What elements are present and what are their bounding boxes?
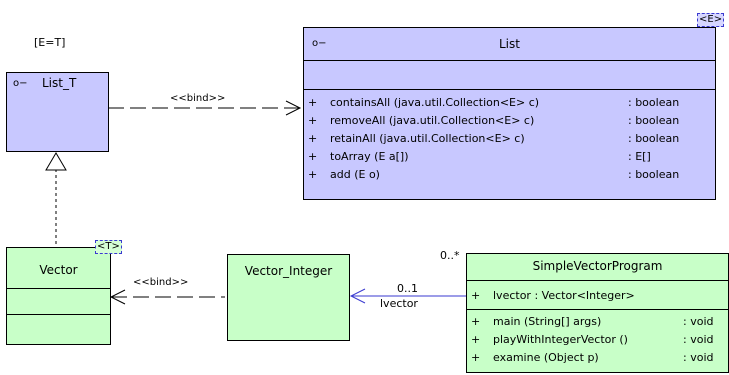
op-return: : void: [683, 315, 714, 328]
op-signature: retainAll (java.util.Collection<E> c): [330, 132, 525, 145]
vector-integer-class[interactable]: Vector_Integer: [227, 254, 350, 341]
op-signature: examine (Object p): [493, 351, 599, 364]
bind-label-list: <<bind>>: [170, 93, 226, 104]
op-visibility: +: [471, 333, 481, 346]
op-return: : void: [683, 351, 714, 364]
interface-icon: o−: [13, 78, 28, 89]
list-class[interactable]: o− List + containsAll (java.util.Collect…: [303, 27, 716, 200]
attr-signature: lvector : Vector<Integer>: [493, 289, 635, 302]
bind-label-vector: <<bind>>: [133, 277, 189, 288]
simple-vector-program-class-name: SimpleVectorProgram: [532, 259, 663, 273]
vector-class-name: Vector: [39, 263, 78, 277]
vector-class[interactable]: Vector: [6, 247, 111, 345]
interface-icon: o−: [312, 38, 327, 49]
association-role: lvector: [380, 297, 418, 310]
op-return: : void: [683, 333, 714, 346]
list-t-class-name: List_T: [42, 76, 77, 90]
op-visibility: +: [308, 114, 318, 127]
op-signature: playWithIntegerVector (): [493, 333, 628, 346]
svp-name-divider: [467, 280, 728, 281]
vector-template-parameter: <T>: [95, 240, 122, 254]
list-name-divider: [304, 60, 715, 61]
op-visibility: +: [308, 96, 318, 109]
op-signature: containsAll (java.util.Collection<E> c): [330, 96, 540, 109]
op-return: : boolean: [628, 96, 680, 109]
vector-attributes-divider: [7, 314, 110, 315]
association-arrowhead: [349, 288, 366, 304]
binding-note: [E=T]: [34, 36, 66, 49]
bind-arrowhead-list: [285, 100, 302, 116]
op-return: : boolean: [628, 114, 680, 127]
op-return: : boolean: [628, 168, 680, 181]
list-attributes-divider: [304, 89, 715, 90]
op-visibility: +: [308, 168, 318, 181]
list-t-class[interactable]: o− List_T: [6, 72, 109, 152]
list-template-parameter: <E>: [697, 13, 725, 27]
op-return: : E[]: [628, 150, 651, 163]
attr-visibility: +: [471, 289, 481, 302]
op-return: : boolean: [628, 132, 680, 145]
vector-name-divider: [7, 288, 110, 289]
op-visibility: +: [471, 315, 481, 328]
source-multiplicity: 0..*: [440, 249, 460, 262]
target-multiplicity: 0..1: [397, 282, 418, 295]
svp-attributes-divider: [467, 309, 728, 310]
op-signature: toArray (E a[]): [330, 150, 409, 163]
simple-vector-program-class[interactable]: SimpleVectorProgram + lvector : Vector<I…: [466, 253, 729, 373]
op-visibility: +: [308, 150, 318, 163]
op-visibility: +: [471, 351, 481, 364]
vector-integer-class-name: Vector_Integer: [244, 264, 333, 278]
bind-arrowhead-vector: [109, 289, 126, 305]
realization-arrowhead: [45, 152, 67, 171]
op-visibility: +: [308, 132, 318, 145]
list-class-name: List: [499, 37, 520, 51]
op-signature: removeAll (java.util.Collection<E> c): [330, 114, 535, 127]
op-signature: main (String[] args): [493, 315, 602, 328]
op-signature: add (E o): [330, 168, 380, 181]
